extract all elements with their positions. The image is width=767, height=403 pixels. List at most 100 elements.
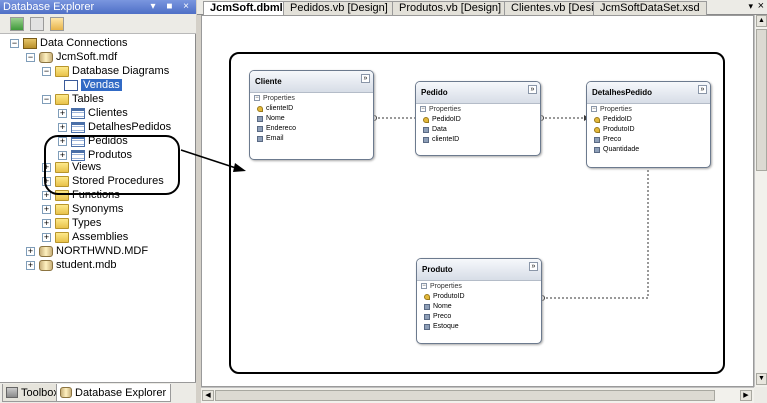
folder-icon — [55, 161, 69, 173]
property-quantidade[interactable]: Quantidade — [587, 145, 710, 155]
tab-clientes-design[interactable]: Clientes.vb [Design] — [504, 1, 616, 15]
collapse-icon[interactable]: » — [698, 85, 707, 94]
property-pedidoid[interactable]: PedidoID — [587, 115, 710, 125]
property-estoque[interactable]: Estoque — [417, 322, 541, 332]
expand-toggle[interactable]: + — [58, 107, 67, 118]
expand-toggle[interactable]: + — [26, 245, 35, 256]
scroll-left-icon[interactable]: ◀ — [202, 390, 214, 401]
properties-section[interactable]: −Properties — [420, 106, 461, 113]
property-data[interactable]: Data — [416, 125, 540, 135]
expand-toggle[interactable]: + — [58, 149, 67, 160]
entity-cliente[interactable]: Cliente » −Properties clienteID Nome End… — [249, 70, 374, 160]
expand-toggle[interactable]: + — [58, 135, 67, 146]
expand-toggle[interactable]: + — [42, 231, 51, 242]
tab-pedidos-design[interactable]: Pedidos.vb [Design] — [283, 1, 395, 15]
tree-item-northwnd-mdf[interactable]: +NORTHWND.MDF — [26, 245, 149, 257]
tree-item-data-connections[interactable]: −Data Connections — [10, 37, 128, 49]
property-produtoid[interactable]: ProdutoID — [417, 292, 541, 302]
table-icon — [71, 107, 85, 119]
tree-item-table-produtos[interactable]: +Produtos — [58, 149, 133, 161]
property-preco[interactable]: Preco — [417, 312, 541, 322]
tree-item-database-diagrams[interactable]: −Database Diagrams — [42, 65, 170, 77]
expand-toggle[interactable]: + — [42, 161, 51, 172]
property-pedidoid[interactable]: PedidoID — [416, 115, 540, 125]
tabs-overflow-icon[interactable]: ▾ — [748, 1, 753, 11]
toolbox-icon — [6, 387, 18, 398]
property-icon — [424, 304, 430, 310]
entity-produto[interactable]: Produto » −Properties ProdutoID Nome Pre… — [416, 258, 542, 344]
tab-jcmsoft-dbml[interactable]: JcmSoft.dbml — [203, 1, 290, 15]
scroll-right-icon[interactable]: ▶ — [740, 390, 752, 401]
tree-item-table-pedidos[interactable]: +Pedidos — [58, 135, 128, 147]
expand-toggle[interactable]: + — [42, 217, 51, 228]
property-produtoid[interactable]: ProdutoID — [587, 125, 710, 135]
tree-item-functions[interactable]: +Functions — [42, 189, 120, 201]
table-icon — [71, 121, 85, 133]
property-nome[interactable]: Nome — [250, 114, 373, 124]
expand-toggle[interactable]: + — [26, 259, 35, 270]
property-nome[interactable]: Nome — [417, 302, 541, 312]
collapse-toggle[interactable]: − — [10, 37, 19, 48]
entity-title: Cliente » — [250, 71, 373, 93]
connect-icon[interactable] — [50, 17, 64, 31]
refresh-icon[interactable] — [10, 17, 24, 31]
expand-toggle[interactable]: + — [58, 121, 67, 132]
collapse-toggle[interactable]: − — [42, 93, 51, 104]
tree-item-assemblies[interactable]: +Assemblies — [42, 231, 129, 243]
expand-toggle[interactable]: + — [42, 203, 51, 214]
vertical-scrollbar[interactable]: ▲ ▼ — [754, 15, 767, 387]
panel-window-buttons[interactable]: ▾ ■ × — [150, 1, 193, 12]
expand-toggle[interactable]: + — [42, 175, 51, 186]
entity-title: DetalhesPedido » — [587, 82, 710, 104]
property-preco[interactable]: Preco — [587, 135, 710, 145]
key-icon — [257, 106, 263, 112]
properties-section[interactable]: −Properties — [421, 283, 462, 290]
tab-database-explorer[interactable]: Database Explorer — [56, 384, 172, 402]
database-icon — [39, 245, 53, 257]
tree-item-views[interactable]: +Views — [42, 161, 102, 173]
key-icon — [594, 127, 600, 133]
properties-section[interactable]: −Properties — [254, 95, 295, 102]
tree-item-types[interactable]: +Types — [42, 217, 102, 229]
horizontal-scroll-thumb[interactable] — [215, 390, 715, 401]
tree-item-synonyms[interactable]: +Synonyms — [42, 203, 124, 215]
properties-section[interactable]: −Properties — [591, 106, 632, 113]
table-icon — [71, 135, 85, 147]
close-icon[interactable]: × — [757, 0, 764, 12]
tree-item-diagram-vendas[interactable]: Vendas — [64, 78, 122, 92]
tree-item-jcmsoft-mdf[interactable]: −JcmSoft.mdf — [26, 51, 118, 63]
tree-item-table-detalhespedidos[interactable]: +DetalhesPedidos — [58, 121, 172, 133]
property-email[interactable]: Email — [250, 134, 373, 144]
tree-item-table-clientes[interactable]: +Clientes — [58, 107, 128, 119]
horizontal-scrollbar[interactable]: ◀ ▶ — [201, 387, 754, 403]
entity-pedido[interactable]: Pedido » −Properties PedidoID Data clien… — [415, 81, 541, 156]
tab-produtos-design[interactable]: Produtos.vb [Design] — [392, 1, 509, 15]
property-endereco[interactable]: Endereco — [250, 124, 373, 134]
stop-icon[interactable] — [30, 17, 44, 31]
collapse-icon[interactable]: » — [528, 85, 537, 94]
tree-item-tables[interactable]: −Tables — [42, 93, 104, 105]
collapse-icon[interactable]: » — [361, 74, 370, 83]
dbml-designer-canvas[interactable]: Cliente » −Properties clienteID Nome End… — [201, 15, 754, 387]
expand-toggle[interactable]: + — [42, 189, 51, 200]
collapse-toggle[interactable]: − — [42, 65, 51, 76]
scroll-corner — [754, 387, 767, 403]
collapse-icon[interactable]: » — [529, 262, 538, 271]
entity-detalhespedido[interactable]: DetalhesPedido » −Properties PedidoID Pr… — [586, 81, 711, 168]
property-icon — [257, 126, 263, 132]
folder-icon — [55, 203, 69, 215]
tab-jcmsoftdataset-xsd[interactable]: JcmSoftDataSet.xsd — [593, 1, 707, 15]
property-clienteid[interactable]: clienteID — [250, 104, 373, 114]
scroll-down-icon[interactable]: ▼ — [756, 373, 767, 385]
assoc-produto-detalhes — [542, 168, 649, 299]
diagram-icon — [64, 79, 78, 91]
vertical-scroll-thumb[interactable] — [756, 29, 767, 171]
property-clienteid[interactable]: clienteID — [416, 135, 540, 145]
panel-title: Database Explorer — [3, 1, 95, 13]
collapse-toggle[interactable]: − — [26, 51, 35, 62]
scroll-up-icon[interactable]: ▲ — [756, 15, 767, 27]
tab-toolbox[interactable]: Toolbox — [2, 384, 64, 402]
tree-item-stored-procedures[interactable]: +Stored Procedures — [42, 175, 164, 187]
tree-item-student-mdb[interactable]: +student.mdb — [26, 259, 117, 271]
annotation-rectangle — [229, 52, 725, 374]
